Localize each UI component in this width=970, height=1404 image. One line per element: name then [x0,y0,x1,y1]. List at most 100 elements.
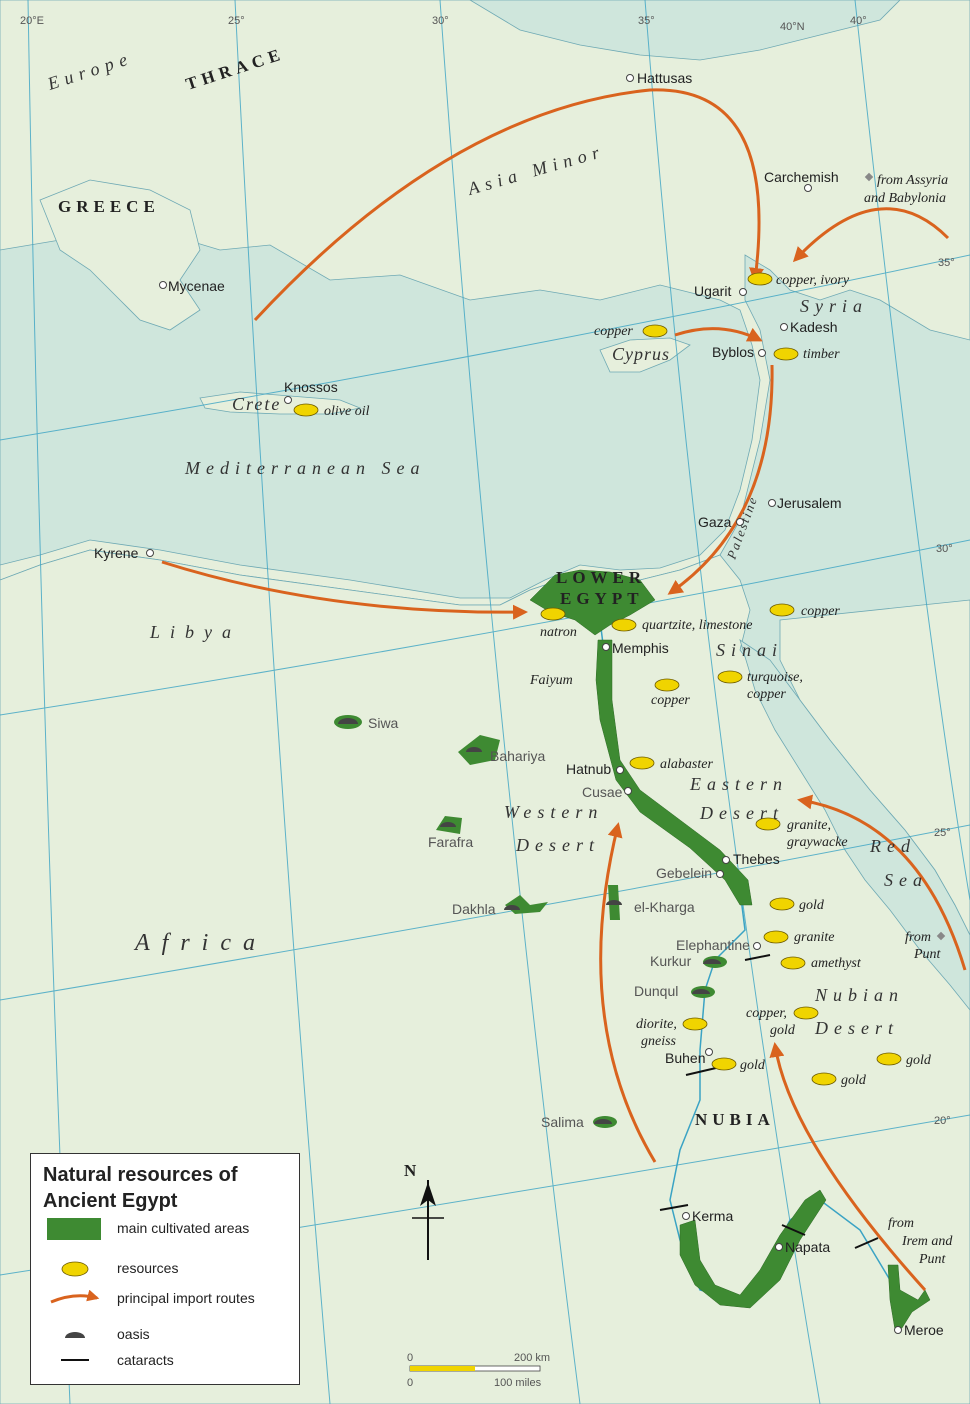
label-napata: Napata [785,1239,830,1255]
cataract-5 [854,1237,879,1249]
resource-marker [780,956,806,970]
place-marker [624,787,632,795]
label-eastern-desert-1: Eastern [689,774,788,794]
resource-marker [793,1006,819,1020]
label-dakhla: Dakhla [452,901,496,917]
label-kadesh: Kadesh [790,319,837,335]
resource-label: gold [799,898,825,913]
oasis-salima [593,1116,617,1128]
label-crete: Crete [232,394,281,414]
resource-label: turquoise, [747,670,803,685]
cultivated-areas [529,569,931,1331]
place-marker [780,323,788,331]
route-byblos-egypt [667,364,774,595]
label-kurkur: Kurkur [650,953,692,969]
label-thebes: Thebes [733,851,780,867]
import-routes [161,88,967,1292]
scale-zero-bottom: 0 [407,1377,413,1389]
resource-marker [682,1017,708,1031]
legend-row-routes: principal import routes [45,1288,295,1310]
label-gebelein: Gebelein [656,865,712,881]
scale-bar: 0 200 km 0 100 miles [407,1352,550,1389]
resource-marker [747,272,773,286]
place-marker [146,549,154,557]
grid-label: 35° [638,15,655,27]
route-salima-north [599,822,657,1163]
legend-oasis-swatch [65,1332,85,1338]
resource-marker [711,1057,737,1071]
route-source-label: and Babylonia [864,191,946,206]
route-source-labels: from Assyria and Babylonia from Punt fro… [864,173,953,1267]
grid-label: 40°N [780,21,805,33]
label-africa: Africa [133,930,267,956]
grid-label: 30° [432,15,449,27]
place-marker [894,1326,902,1334]
route-source-label: Irem and [901,1234,953,1249]
legend-cultivated-label: main cultivated areas [117,1220,250,1236]
resource-label: natron [540,625,577,640]
place-marker [775,1243,783,1251]
label-kyrene: Kyrene [94,545,139,561]
label-red-sea-2: Sea [884,870,928,890]
legend-cultivated-swatch [47,1218,101,1240]
resource-label: copper [594,324,633,339]
land-arabia [779,599,970,936]
oasis-el-kharga [606,885,622,920]
oasis-kurkur [703,956,727,968]
resource-marker [811,1072,837,1086]
resource-label: granite [794,930,834,945]
resource-marker [642,324,668,338]
route-source-label: Punt [918,1252,947,1267]
resource-label: gneiss [641,1034,677,1049]
place-marker [602,643,610,651]
resource-marker [876,1052,902,1066]
place-marker [705,1048,713,1056]
resource-label: copper [651,693,690,708]
place-marker [753,942,761,950]
place-marker [736,518,744,526]
label-carchemish: Carchemish [764,169,839,185]
land-cyprus [599,337,691,373]
cultivated-area-meroe [887,1264,931,1331]
label-hattusas: Hattusas [637,70,692,86]
cataracts [659,954,879,1249]
resource-label: alabaster [660,757,713,772]
label-faiyum: Faiyum [529,673,573,688]
route-punt-redsea [797,794,967,971]
place-marker [768,499,776,507]
resource-label: copper, [746,1006,787,1021]
scale-zero-top: 0 [407,1352,413,1364]
label-mediterranean: Mediterranean Sea [184,458,425,478]
resource-label: gold [740,1058,766,1073]
resource-label: diorite, [636,1017,677,1032]
label-libya: Libya [149,622,241,642]
place-marker [722,856,730,864]
route-source-label: from [888,1216,914,1231]
place-marker [682,1212,690,1220]
cultivated-area-kerma [679,1189,827,1309]
legend-title: Natural resources of Ancient Egypt [43,1162,293,1214]
resource-label: gold [770,1023,796,1038]
oasis-dunqul [691,986,715,998]
label-eastern-desert-2: Desert [699,803,784,823]
label-cyprus: Cyprus [612,344,670,364]
mediterranean-shape [0,234,761,599]
north-arrow: N [404,1161,444,1260]
route-source-label: from [905,930,931,945]
label-red-sea-1: Red [869,836,916,856]
legend-row-resources: resources [45,1258,295,1280]
resource-marker [540,607,566,621]
oasis-bahariya [458,735,500,765]
legend-row-cultivated: main cultivated areas [45,1218,295,1240]
label-greece: GREECE [58,197,160,216]
resource-label: graywacke [787,835,848,850]
place-marker [284,396,292,404]
route-kyrene [161,560,528,620]
resource-marker [773,347,799,361]
label-western-desert-2: Desert [515,835,600,855]
place-marker [626,74,634,82]
route-irem [769,1042,927,1292]
place-marker [159,281,167,289]
resource-labels: copper, ivory copper timber olive oil na… [324,273,932,1088]
resource-marker [717,670,743,684]
